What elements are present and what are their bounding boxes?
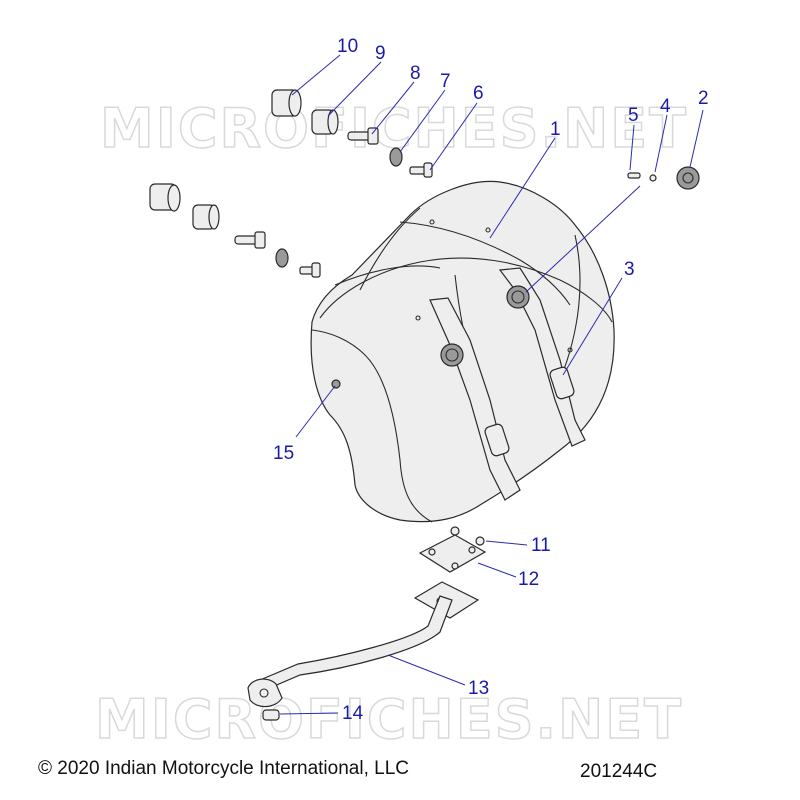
callout-11: 11 [531, 535, 551, 556]
copyright-notice: © 2020 Indian Motorcycle International, … [38, 758, 409, 779]
callout-10: 10 [337, 36, 358, 57]
callout-1: 1 [550, 119, 561, 140]
saddlebag-assembly [310, 180, 615, 523]
callout-labels: 1 2 3 4 5 6 7 8 9 10 11 12 13 14 15 [273, 36, 709, 724]
callout-2: 2 [698, 88, 709, 109]
hardware-lower [149, 183, 321, 278]
callout-5: 5 [628, 105, 639, 126]
callout-3: 3 [624, 259, 635, 280]
callout-9: 9 [375, 43, 386, 64]
hardware-upper [271, 89, 433, 178]
callout-8: 8 [410, 63, 421, 84]
diagram-id: 201244C [580, 761, 658, 782]
concho-parts [627, 166, 700, 190]
callout-12: 12 [518, 569, 539, 590]
callout-4: 4 [660, 96, 671, 117]
mount-bracket [247, 526, 487, 721]
callout-15: 15 [273, 443, 294, 464]
callout-13: 13 [468, 678, 489, 699]
leader-lines [279, 54, 704, 715]
callout-7: 7 [440, 71, 451, 92]
callout-6: 6 [473, 83, 484, 104]
watermark-bottom: MICROFICHES.NET [95, 688, 683, 751]
callout-14: 14 [342, 703, 364, 724]
